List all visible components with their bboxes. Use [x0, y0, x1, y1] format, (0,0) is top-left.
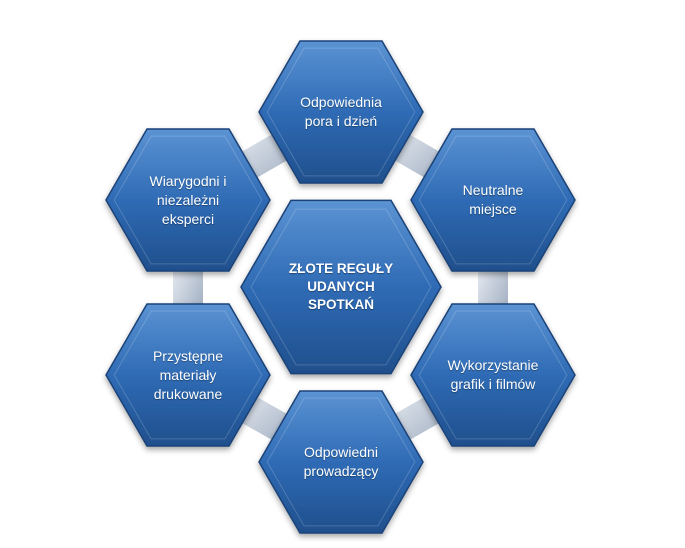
node-label-timing: Odpowiednia pora i dzień: [300, 94, 382, 129]
hexagon-center-highlight: [250, 208, 432, 366]
hexagons: [105, 40, 576, 534]
hexagon-experts: [105, 128, 271, 272]
node-label-venue: Neutralne miejsce: [462, 182, 524, 217]
hexagon-timing-highlight: [266, 47, 416, 177]
hexagon-timing: [258, 40, 424, 184]
hexagon-media: [410, 303, 576, 447]
hexagon-printed-materials-highlight: [113, 310, 263, 440]
hexagon-venue: [410, 128, 576, 272]
hexagon-experts-highlight: [113, 135, 263, 265]
node-label-media: Wykorzystanie grafik i filmów: [447, 357, 539, 392]
hexagon-center: [240, 199, 442, 375]
hexagon-venue-highlight: [418, 135, 568, 265]
hexagon-host-highlight: [266, 397, 416, 527]
node-label-printed-materials: Przystępne materiały drukowane: [152, 347, 224, 402]
node-label-host: Odpowiedni prowadzący: [303, 444, 379, 479]
hexagon-host: [258, 390, 424, 534]
hexagon-media-highlight: [418, 310, 568, 440]
hexagon-printed-materials: [105, 303, 271, 447]
center-hexagon-label: ZŁOTE REGUŁY UDANYCH SPOTKAŃ: [288, 261, 394, 312]
node-label-experts: Wiarygodni i niezależni eksperci: [149, 172, 227, 227]
